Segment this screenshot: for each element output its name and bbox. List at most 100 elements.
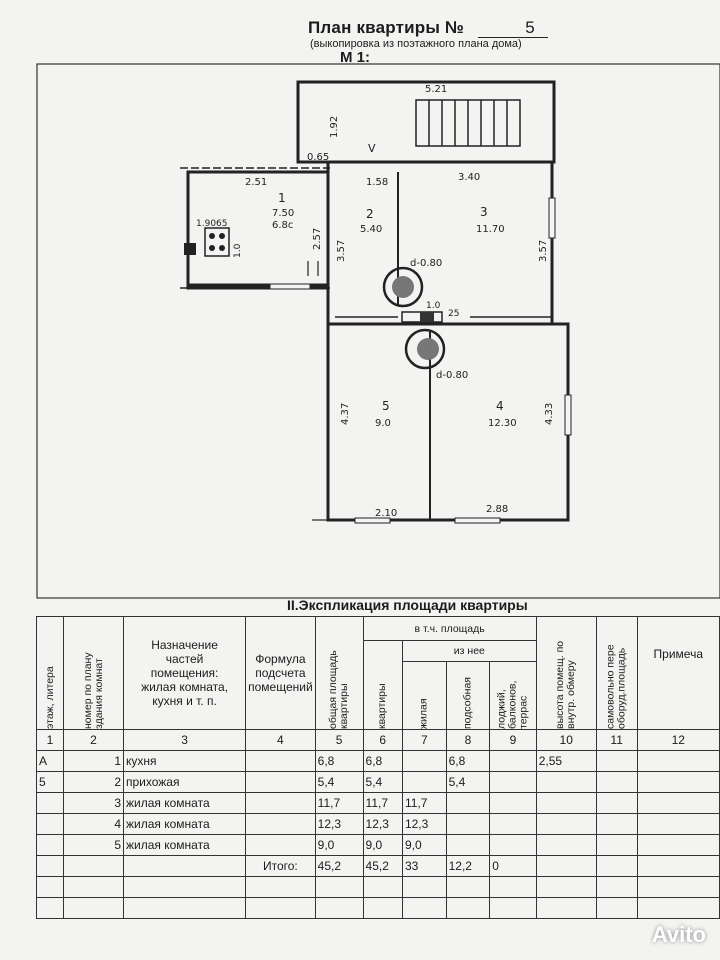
floor-plan: 5.21 1.92 0.65 V 2.51 1.58 3.40 1 7.50 6… xyxy=(36,63,720,599)
dim-357-left: 3.57 xyxy=(336,240,347,262)
note-cell xyxy=(636,792,720,814)
formula-cell xyxy=(245,834,316,856)
height-cell: 2,55 xyxy=(535,750,597,772)
note-cell xyxy=(636,771,720,793)
note-cell xyxy=(636,750,720,772)
avito-watermark: Avito xyxy=(651,922,706,947)
stove-bottom-icon xyxy=(404,328,446,370)
formula-cell xyxy=(245,813,316,835)
column-number: 6 xyxy=(362,729,403,751)
self-converted-cell xyxy=(595,834,638,856)
auxiliary-area-cell: 5,4 xyxy=(445,771,491,793)
column-number: 7 xyxy=(401,729,447,751)
dim-065: 0.65 xyxy=(307,152,329,163)
column-number: 9 xyxy=(489,729,537,751)
column-number: 10 xyxy=(535,729,597,751)
header-floor: этаж, литера xyxy=(36,616,64,730)
floor-cell: А xyxy=(36,750,64,772)
header-total-area: общая площадь квартиры xyxy=(315,616,364,730)
apartment-number: 5 xyxy=(525,18,535,37)
explication-title: II.Экспликация площади квартиры xyxy=(287,597,528,613)
auxiliary-area-cell: 6,8 xyxy=(445,750,491,772)
room-number-cell: 3 xyxy=(63,792,124,814)
total-loggias: 0 xyxy=(489,855,537,877)
floor-cell xyxy=(36,792,64,814)
column-number: 3 xyxy=(122,729,247,751)
room-name-cell: кухня xyxy=(122,750,247,772)
dim-251: 2.51 xyxy=(245,177,267,188)
header-plan-number: номер по плану здания комнат xyxy=(63,616,124,730)
total-living: 33 xyxy=(401,855,447,877)
dim-257: 2.57 xyxy=(312,228,323,250)
floor-cell xyxy=(36,834,64,856)
living-area-cell: 12,3 xyxy=(401,813,447,835)
self-converted-cell xyxy=(595,813,638,835)
dim-top: 5.21 xyxy=(425,84,447,95)
room3-area: 11.70 xyxy=(476,224,505,235)
dim-340: 3.40 xyxy=(458,172,480,183)
room-number-cell: 2 xyxy=(63,771,124,793)
loggia-area-cell xyxy=(489,792,537,814)
chimney-flue xyxy=(420,312,434,322)
total-area-cell: 11,7 xyxy=(314,792,364,814)
column-number: 8 xyxy=(445,729,491,751)
self-converted-cell xyxy=(595,750,638,772)
column-number: 11 xyxy=(595,729,638,751)
self-converted-cell xyxy=(595,771,638,793)
loggia-area-cell xyxy=(489,771,537,793)
header-self-converted: самовольно пере оборуд.площадь xyxy=(596,616,638,730)
plan-title: План квартиры № xyxy=(308,18,465,37)
column-number: 12 xyxy=(636,729,720,751)
stove-top-dim: d-0.80 xyxy=(410,258,442,269)
dim-357-right: 3.57 xyxy=(538,240,549,262)
apartment-area-cell: 12,3 xyxy=(362,813,403,835)
dim-158: 1.58 xyxy=(366,177,388,188)
dim-25: 25 xyxy=(448,309,459,319)
room3-number: 3 xyxy=(480,205,488,219)
living-area-cell xyxy=(401,750,447,772)
room-name-cell: прихожая xyxy=(122,771,247,793)
empty-row xyxy=(36,897,720,919)
room5-number: 5 xyxy=(382,399,390,413)
door-marks xyxy=(307,261,328,521)
header-living: жилая xyxy=(402,661,447,730)
total-area: 45,2 xyxy=(314,855,364,877)
dim-288: 2.88 xyxy=(486,504,508,515)
plan-scale: М 1: xyxy=(340,49,370,66)
floor-cell: 5 xyxy=(36,771,64,793)
column-number: 1 xyxy=(36,729,64,751)
room-name-cell: жилая комната xyxy=(122,834,247,856)
living-area-cell: 11,7 xyxy=(401,792,447,814)
plan-frame xyxy=(36,63,720,599)
header-apartment: квартиры xyxy=(363,640,403,730)
room-name-cell: жилая комната xyxy=(122,792,247,814)
stove-bottom-dim: d-0.80 xyxy=(436,370,468,381)
dim-433: 4.33 xyxy=(544,403,555,425)
height-cell xyxy=(535,813,597,835)
dim-stair-height: 1.92 xyxy=(329,116,340,138)
room-number-cell: 1 xyxy=(63,750,124,772)
header-formula: Формула подсчета помещений xyxy=(245,616,316,730)
room1-area-a: 7.50 xyxy=(272,208,294,219)
auxiliary-area-cell xyxy=(445,834,491,856)
total-area-cell: 12,3 xyxy=(314,813,364,835)
room-number-cell: 5 xyxy=(63,834,124,856)
explication-table: этаж, литера номер по плану здания комна… xyxy=(36,616,720,919)
note-cell xyxy=(636,813,720,835)
plan-subtitle: (выкопировка из поэтажного плана дома) xyxy=(310,38,522,50)
room1-area-b: 6.8с xyxy=(272,220,293,231)
room-number-cell: 4 xyxy=(63,813,124,835)
header-loggias: лоджий, балконов, террас xyxy=(489,661,537,730)
stove-top-icon xyxy=(382,266,424,308)
windows xyxy=(269,197,572,524)
kitchen-appliances xyxy=(184,227,230,257)
floor-cell xyxy=(36,813,64,835)
stair-label: V xyxy=(368,142,376,155)
formula-cell xyxy=(245,771,316,793)
living-area-cell: 9,0 xyxy=(401,834,447,856)
total-area-cell: 9,0 xyxy=(314,834,364,856)
total-label: Итого: xyxy=(245,855,316,877)
